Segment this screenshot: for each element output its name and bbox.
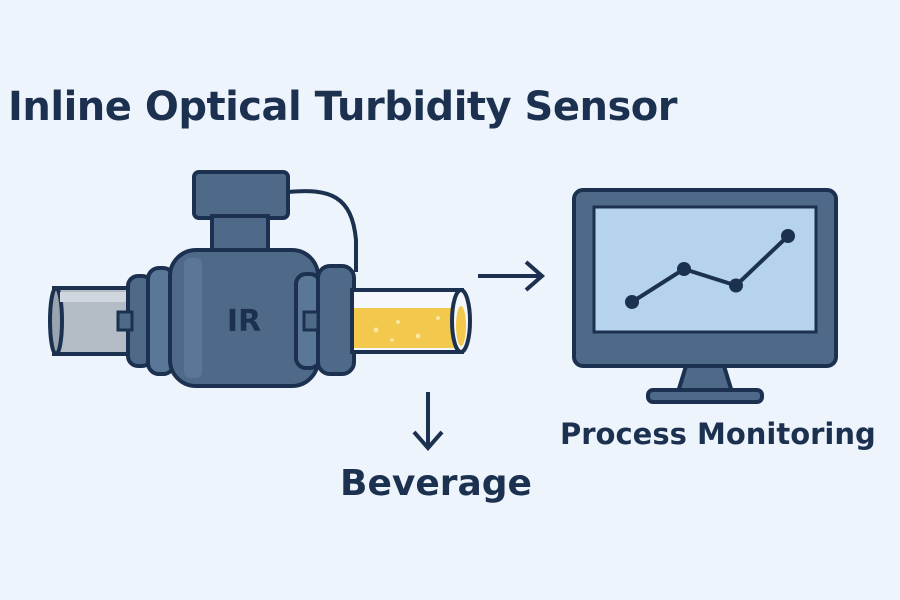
sensor-connector-head xyxy=(192,170,290,256)
left-flange xyxy=(116,266,176,376)
process-monitor xyxy=(572,188,838,404)
sensor-cable xyxy=(287,189,358,272)
beverage-pipe xyxy=(350,288,472,354)
beverage-label: Beverage xyxy=(340,463,532,504)
flow-down-arrow-icon xyxy=(412,392,444,452)
trend-point xyxy=(729,278,743,293)
diagram-title: Inline Optical Turbidity Sensor xyxy=(8,84,677,130)
process-monitoring-label: Process Monitoring xyxy=(560,417,876,451)
monitor-screen xyxy=(592,205,818,334)
signal-arrow-icon xyxy=(478,260,546,292)
trend-point xyxy=(781,229,795,243)
trend-point xyxy=(677,262,691,276)
trend-line xyxy=(630,234,790,304)
trend-line-chart xyxy=(625,229,795,309)
sensor-ir-label: IR xyxy=(227,304,261,339)
right-flange xyxy=(294,264,356,376)
ir-sensor-body xyxy=(168,248,320,388)
monitor-base xyxy=(646,388,764,404)
trend-point xyxy=(625,295,639,309)
